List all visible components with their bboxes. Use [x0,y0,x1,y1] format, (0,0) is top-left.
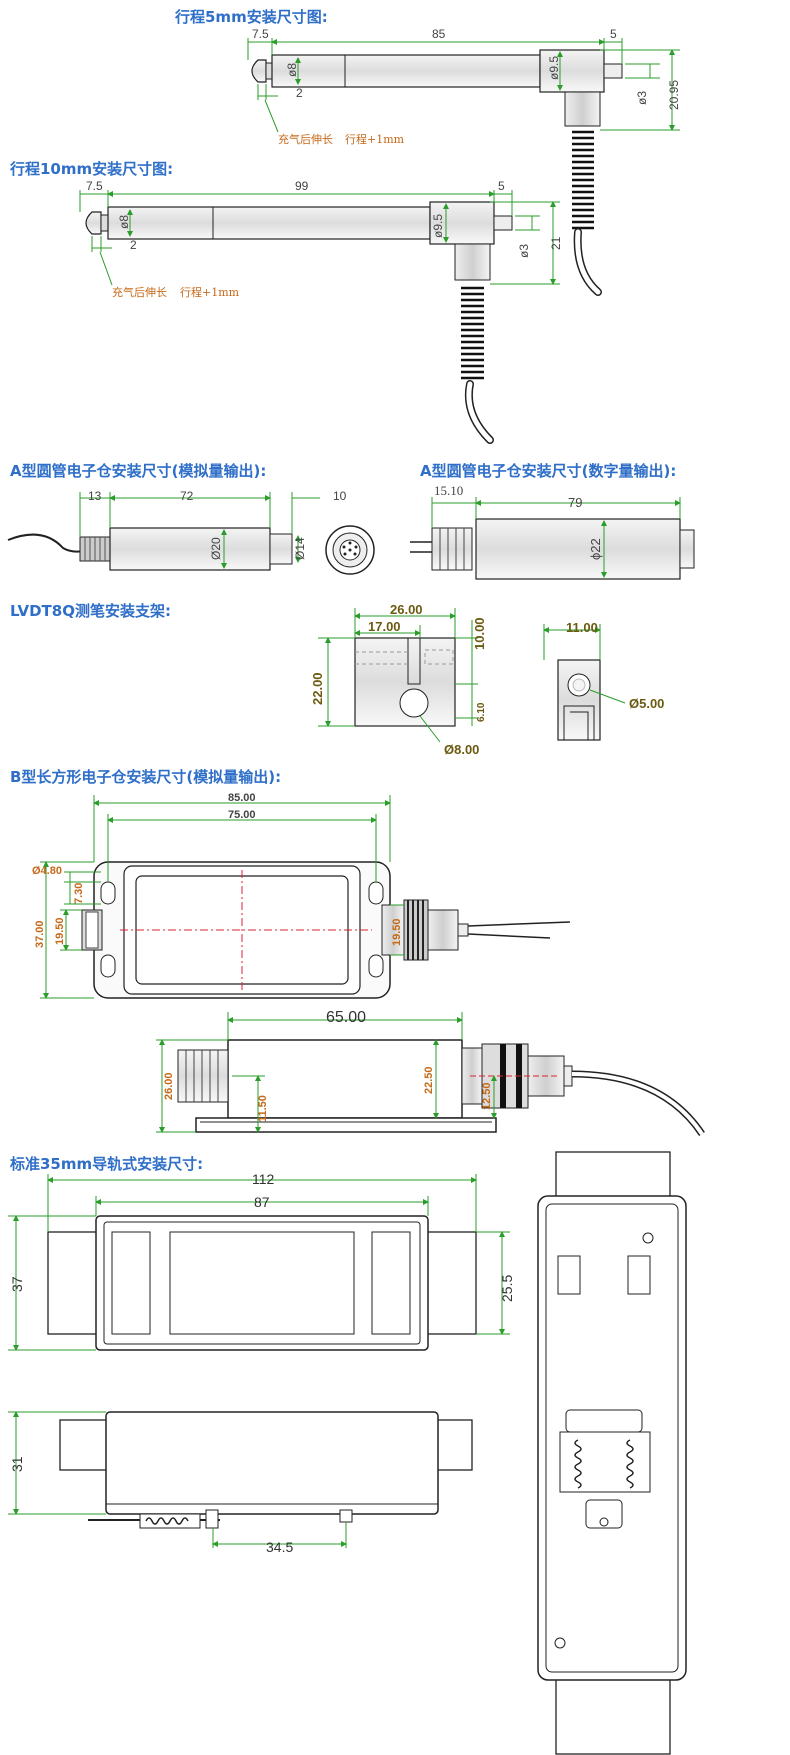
svg-text:ø3: ø3 [635,91,649,105]
svg-text:ø3: ø3 [517,244,531,258]
svg-text:20.95: 20.95 [667,80,681,110]
svg-text:112: 112 [252,1171,275,1187]
svg-text:85: 85 [432,27,446,41]
svg-text:行程+1mm: 行程+1mm [345,133,405,146]
section-title-stroke-5mm: 行程5mm安装尺寸图: [175,8,328,26]
din-rail-side-view: 31 34.5 [8,1411,473,1555]
svg-text:22.50: 22.50 [423,1066,435,1094]
svg-text:12.50: 12.50 [481,1082,493,1110]
svg-text:72: 72 [180,489,194,503]
svg-text:5: 5 [610,27,617,41]
svg-text:充气后伸长: 充气后伸长 [112,285,167,299]
b-type-side-view: 65.00 26.00 11.50 22.50 12.50 [156,1009,705,1136]
svg-text:19.50: 19.50 [391,918,403,946]
section-title-din-rail: 标准35mm导轨式安装尺寸: [10,1155,204,1173]
svg-text:11.00: 11.00 [566,620,598,635]
bracket-drawing: 26.00 17.00 10.00 22.00 6.10 Ø8.00 11.00… [310,602,664,757]
svg-text:Ø20: Ø20 [209,537,223,560]
svg-text:ø8: ø8 [285,63,299,77]
svg-text:Ø4.80: Ø4.80 [32,865,62,877]
svg-text:15.10: 15.10 [434,483,463,498]
b-type-top-view: 85.00 75.00 Ø4.80 7.30 19.50 37.00 19.50 [32,792,571,999]
svg-text:37.00: 37.00 [34,920,46,948]
svg-text:17.00: 17.00 [368,619,401,634]
svg-text:10.00: 10.00 [472,617,487,650]
svg-text:65.00: 65.00 [326,1009,366,1026]
svg-text:99: 99 [295,179,309,193]
svg-text:ø8: ø8 [117,215,131,229]
svg-text:31: 31 [9,1456,25,1472]
svg-text:2: 2 [296,86,303,100]
svg-text:22.00: 22.00 [310,672,325,705]
svg-text:ø9.5: ø9.5 [431,214,445,238]
svg-text:21: 21 [549,236,563,250]
svg-text:79: 79 [568,495,582,510]
section-title-a-type-analog: A型圆管电子仓安装尺寸(模拟量输出): [10,462,267,480]
svg-text:7.5: 7.5 [252,27,269,41]
svg-text:2: 2 [130,238,137,252]
svg-text:26.00: 26.00 [390,602,423,617]
section-title-bracket: LVDT8Q测笔安装支架: [10,602,171,620]
svg-text:Ø14: Ø14 [293,537,307,560]
svg-text:19.50: 19.50 [54,917,66,945]
din-rail-front-view: 112 87 37 25.5 [8,1171,515,1351]
svg-text:25.5: 25.5 [499,1275,515,1302]
section-title-a-type-digital: A型圆管电子仓安装尺寸(数字量输出): [420,462,677,480]
svg-text:34.5: 34.5 [266,1539,293,1555]
svg-text:85.00: 85.00 [228,792,256,804]
svg-text:75.00: 75.00 [228,809,256,821]
svg-text:87: 87 [254,1194,270,1210]
svg-text:Ø8.00: Ø8.00 [444,742,479,757]
svg-text:10: 10 [333,489,347,503]
svg-text:5: 5 [498,179,505,193]
svg-text:行程+1mm: 行程+1mm [180,286,240,299]
section-title-stroke-10mm: 行程10mm安装尺寸图: [10,160,174,178]
svg-text:37: 37 [9,1276,25,1292]
section-title-b-type: B型长方形电子仓安装尺寸(模拟量输出): [10,768,282,786]
a-type-analog-drawing: 13 72 10 Ø20 Ø14 [7,489,375,575]
svg-text:6.10: 6.10 [476,702,487,722]
svg-text:26.00: 26.00 [163,1072,175,1100]
svg-text:充气后伸长: 充气后伸长 [278,132,333,146]
svg-text:7.5: 7.5 [86,179,103,193]
probe-10mm-drawing: 7.5 99 5 ø8 ø9.5 ø3 21 2 充气后伸长 行程+1mm [79,179,563,444]
a-type-digital-drawing: 15.10 79 ϕ22 [410,483,695,580]
svg-text:11.50: 11.50 [257,1095,269,1122]
din-rail-end-view [537,1151,687,1755]
svg-text:ø9.5: ø9.5 [547,56,561,80]
svg-text:ϕ22: ϕ22 [588,538,603,560]
svg-text:13: 13 [88,489,102,503]
svg-text:Ø5.00: Ø5.00 [629,696,664,711]
svg-text:7.30: 7.30 [73,883,85,904]
probe-5mm-drawing: 7.5 85 5 ø8 ø9.5 ø3 20.95 2 充气后伸长 行程+1mm [247,27,681,296]
